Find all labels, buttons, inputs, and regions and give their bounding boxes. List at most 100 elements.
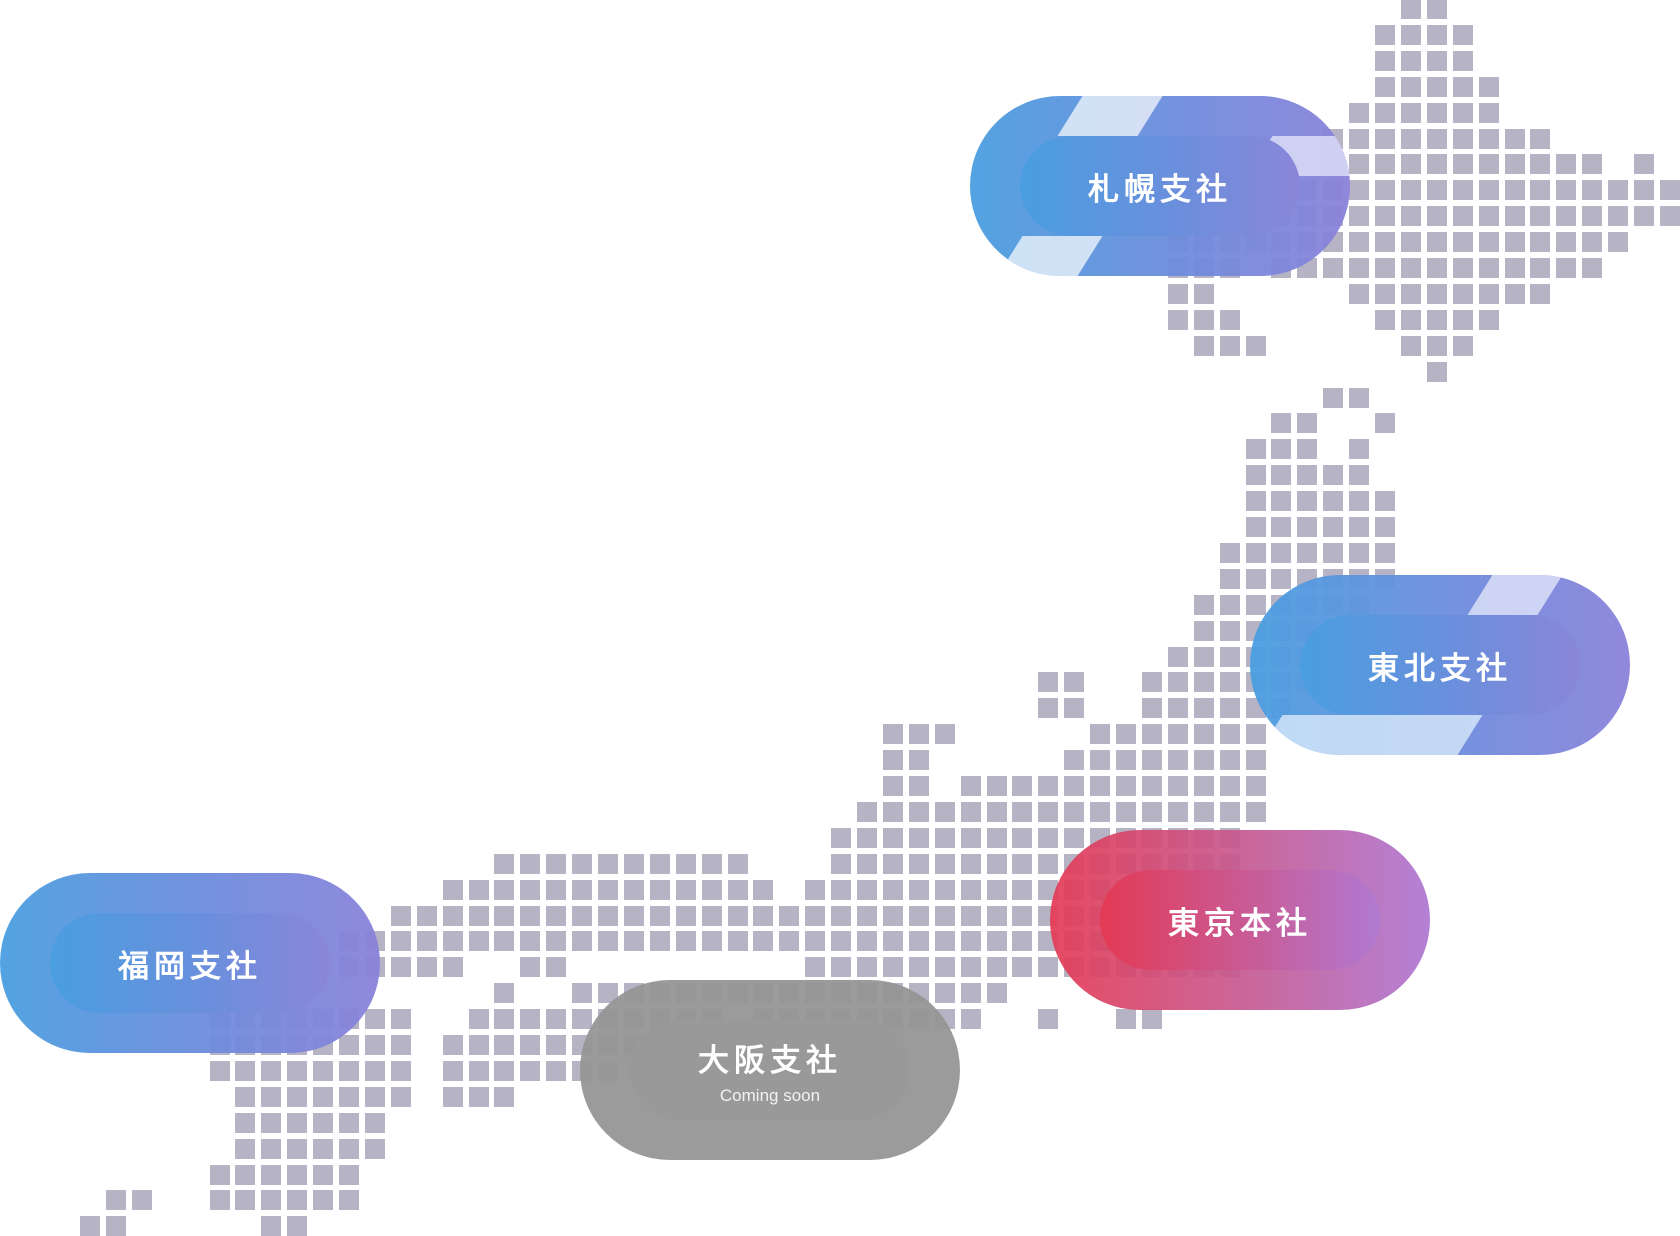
- map-cell: [1168, 750, 1188, 770]
- map-cell: [857, 828, 877, 848]
- map-cell: [1349, 258, 1369, 278]
- map-cell: [210, 1165, 230, 1185]
- map-cell: [987, 931, 1007, 951]
- map-cell: [494, 1035, 514, 1055]
- map-cell: [1530, 154, 1550, 174]
- map-cell: [961, 828, 981, 848]
- map-cell: [961, 880, 981, 900]
- map-cell: [1012, 802, 1032, 822]
- map-cell: [1168, 724, 1188, 744]
- map-cell: [365, 1035, 385, 1055]
- office-pin-tokyo-hq[interactable]: 東京本社: [1050, 830, 1430, 1010]
- map-cell: [1246, 336, 1266, 356]
- map-cell: [520, 854, 540, 874]
- map-cell: [1401, 336, 1421, 356]
- map-cell: [391, 957, 411, 977]
- map-cell: [261, 1139, 281, 1159]
- map-cell: [1349, 465, 1369, 485]
- map-cell: [287, 1216, 307, 1236]
- map-cell: [598, 931, 618, 951]
- map-cell: [831, 880, 851, 900]
- map-cell: [1168, 802, 1188, 822]
- map-cell: [1453, 103, 1473, 123]
- map-cell: [753, 931, 773, 951]
- map-cell: [1220, 802, 1240, 822]
- map-cell: [339, 1113, 359, 1133]
- map-cell: [805, 931, 825, 951]
- map-cell: [1375, 77, 1395, 97]
- map-cell: [1427, 284, 1447, 304]
- map-cell: [987, 983, 1007, 1003]
- map-cell: [391, 1035, 411, 1055]
- map-cell: [572, 880, 592, 900]
- map-cell: [1012, 776, 1032, 796]
- map-cell: [1556, 258, 1576, 278]
- map-cell: [546, 931, 566, 951]
- map-cell: [1220, 724, 1240, 744]
- office-label: 福岡支社: [118, 948, 262, 985]
- map-cell: [1375, 284, 1395, 304]
- map-cell: [624, 906, 644, 926]
- map-cell: [1220, 621, 1240, 641]
- map-cell: [883, 931, 903, 951]
- map-cell: [1012, 906, 1032, 926]
- map-cell: [1297, 413, 1317, 433]
- map-cell: [80, 1216, 100, 1236]
- map-cell: [1116, 750, 1136, 770]
- map-cell: [339, 1165, 359, 1185]
- map-cell: [1116, 1009, 1136, 1029]
- map-cell: [1530, 232, 1550, 252]
- map-cell: [520, 957, 540, 977]
- map-cell: [1064, 698, 1084, 718]
- map-cell: [1220, 543, 1240, 563]
- map-cell: [1427, 129, 1447, 149]
- map-cell: [1479, 206, 1499, 226]
- map-cell: [235, 1139, 255, 1159]
- map-cell: [572, 931, 592, 951]
- map-cell: [1012, 828, 1032, 848]
- map-cell: [1142, 1009, 1162, 1029]
- map-cell: [1582, 258, 1602, 278]
- map-cell: [443, 931, 463, 951]
- map-cell: [365, 1087, 385, 1107]
- map-cell: [1427, 0, 1447, 19]
- map-cell: [1323, 388, 1343, 408]
- map-cell: [1194, 724, 1214, 744]
- map-cell: [469, 931, 489, 951]
- map-cell: [1142, 802, 1162, 822]
- map-cell: [1349, 154, 1369, 174]
- map-cell: [572, 1009, 592, 1029]
- map-cell: [1505, 258, 1525, 278]
- map-cell: [546, 906, 566, 926]
- map-cell: [909, 724, 929, 744]
- map-cell: [261, 1190, 281, 1210]
- map-cell: [1453, 310, 1473, 330]
- map-cell: [1220, 336, 1240, 356]
- map-cell: [676, 906, 696, 926]
- office-pin-sapporo[interactable]: 札幌支社: [970, 96, 1350, 276]
- map-cell: [235, 1165, 255, 1185]
- map-cell: [1505, 180, 1525, 200]
- map-cell: [1375, 543, 1395, 563]
- map-cell: [935, 854, 955, 874]
- map-cell: [961, 854, 981, 874]
- map-cell: [1375, 51, 1395, 71]
- map-cell: [1349, 439, 1369, 459]
- map-cell: [1194, 776, 1214, 796]
- map-cell: [987, 880, 1007, 900]
- map-cell: [1038, 698, 1058, 718]
- office-pin-tohoku[interactable]: 東北支社: [1250, 575, 1630, 755]
- map-cell: [1349, 129, 1369, 149]
- map-cell: [1271, 517, 1291, 537]
- map-cell: [391, 1087, 411, 1107]
- map-cell: [494, 1087, 514, 1107]
- map-cell: [909, 931, 929, 951]
- map-cell: [1582, 206, 1602, 226]
- map-cell: [313, 1113, 333, 1133]
- map-cell: [391, 1009, 411, 1029]
- map-cell: [831, 931, 851, 951]
- map-cell: [1479, 284, 1499, 304]
- office-pin-osaka[interactable]: 大阪支社 Coming soon: [580, 980, 960, 1160]
- office-pin-fukuoka[interactable]: 福岡支社: [0, 873, 380, 1053]
- map-cell: [935, 983, 955, 1003]
